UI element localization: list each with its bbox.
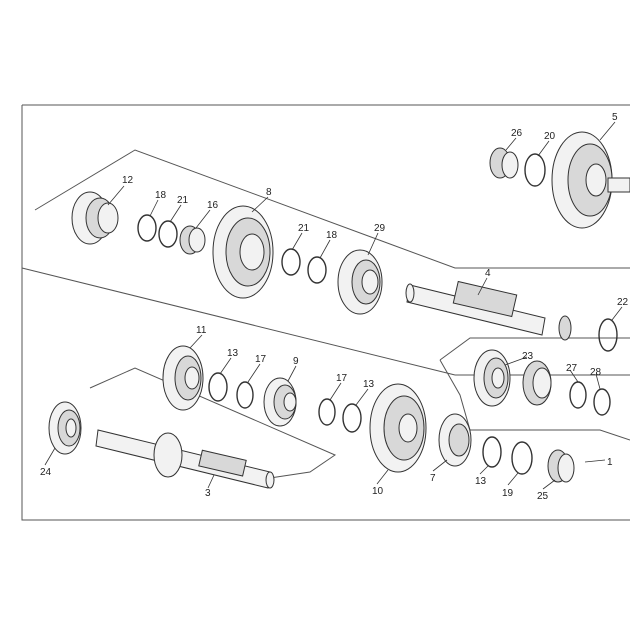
callout-17a: 17 (255, 354, 267, 365)
callout-3: 3 (205, 488, 211, 499)
part-28-circlip (569, 381, 587, 409)
callout-12: 12 (122, 175, 134, 186)
callout-26: 26 (511, 128, 523, 139)
part-28-circlip-b (593, 388, 611, 416)
callout-18b: 18 (326, 230, 338, 241)
part-17-circlip-a (236, 381, 254, 409)
right-box-outline (439, 337, 630, 361)
part-29-gear (337, 249, 383, 315)
part-10-gear (369, 383, 427, 473)
callout-18: 18 (155, 190, 167, 201)
panel-outline-left (21, 105, 630, 521)
upper-group-outline (34, 149, 630, 269)
part-21-washer-b (281, 248, 301, 276)
part-12-gear (71, 191, 119, 245)
part-22-ring (598, 318, 618, 352)
part-25-bearing (547, 449, 575, 483)
part-27-seal (522, 360, 552, 406)
part-13-washer-b (342, 403, 362, 433)
callout-16: 16 (207, 200, 219, 211)
part-4-shaft (405, 280, 572, 341)
callout-1: 1 (607, 457, 613, 468)
callout-13b: 13 (363, 379, 375, 390)
callout-7: 7 (430, 473, 436, 484)
callout-19: 19 (502, 488, 514, 499)
callout-22: 22 (617, 297, 629, 308)
callout-17b: 17 (336, 373, 348, 384)
part-5-gear (551, 131, 630, 229)
part-23-bearing (473, 349, 511, 407)
callout-23: 23 (522, 351, 534, 362)
part-3-shaft (95, 429, 275, 489)
callout-25: 25 (537, 491, 549, 502)
part-13-washer-a (208, 372, 228, 402)
callout-9: 9 (293, 356, 299, 367)
callout-27: 27 (566, 363, 578, 374)
callout-13a: 13 (227, 348, 239, 359)
part-9-gear (263, 377, 297, 427)
leader-lines (44, 121, 623, 490)
part-26-bearing (489, 147, 519, 179)
upper-group-divider (21, 267, 456, 376)
callout-13c: 13 (475, 476, 487, 487)
callout-21: 21 (177, 195, 189, 206)
callout-21b: 21 (298, 223, 310, 234)
part-19-washer (511, 441, 533, 475)
part-24-bearing (48, 401, 82, 455)
callout-labels: 12 18 21 16 8 21 18 29 4 22 26 20 5 23 2… (40, 112, 629, 502)
part-7-gear (438, 413, 472, 467)
callout-8: 8 (266, 187, 272, 198)
callout-5: 5 (612, 112, 618, 123)
part-18-circlip (137, 214, 157, 242)
part-17-circlip-b (318, 398, 336, 426)
part-21-washer (158, 220, 178, 248)
callout-24: 24 (40, 467, 52, 478)
callout-11: 11 (196, 325, 207, 336)
callout-4: 4 (485, 268, 491, 279)
part-20-washer (524, 153, 546, 187)
part-11-gear (162, 345, 204, 411)
callout-28: 28 (590, 367, 602, 378)
part-13-washer-c (482, 436, 502, 468)
part-18-circlip-b (307, 256, 327, 284)
callout-29: 29 (374, 223, 386, 234)
callout-20: 20 (544, 131, 556, 142)
part-8-gear (212, 205, 274, 299)
part-16-bushing (179, 225, 206, 255)
lower-group-outline (89, 367, 337, 479)
callout-10: 10 (372, 486, 384, 497)
